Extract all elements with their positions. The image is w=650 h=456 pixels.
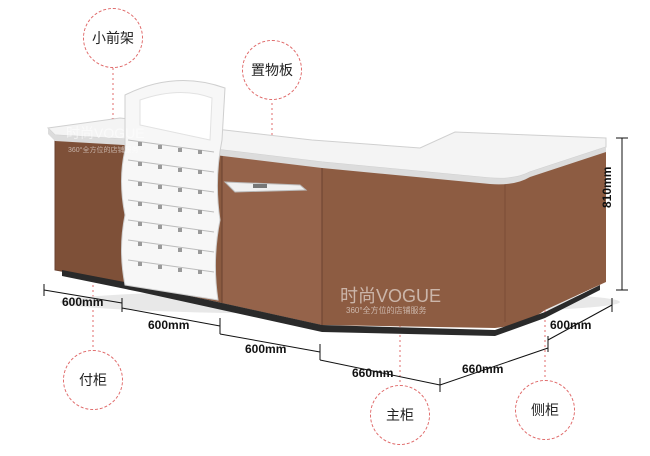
dimension-side-depth: 660mm	[462, 362, 504, 376]
watermark-top: 时尚VOGUE	[66, 125, 145, 141]
shelf-board-slot	[253, 184, 267, 188]
dimension-rack-width: 600mm	[148, 318, 190, 332]
dimension-main-depth: 660mm	[352, 366, 394, 380]
label-side-cabinet: 侧柜	[515, 380, 575, 440]
dimension-main-width: 600mm	[245, 342, 287, 356]
dimension-lines	[43, 137, 628, 386]
watermark-top-tagline: 360°全方位的店铺服务	[68, 147, 139, 154]
watermark-main: 时尚VOGUE	[340, 286, 442, 306]
side-cabinet-front	[322, 147, 606, 328]
front-rack-hooks	[138, 142, 202, 274]
label-secondary-cabinet: 付柜	[63, 350, 123, 410]
label-small-front-rack: 小前架	[83, 8, 143, 68]
dimension-ticks	[43, 284, 613, 392]
label-main-cabinet: 主柜	[370, 385, 430, 445]
main-cabinet-door	[222, 152, 322, 325]
dimension-side-width: 600mm	[550, 318, 592, 332]
label-shelf-board: 置物板	[242, 40, 302, 100]
dimension-height: 810mm	[600, 166, 614, 208]
secondary-cabinet-front	[55, 135, 140, 285]
watermark-main-tagline: 360°全方位的店铺服务	[346, 306, 427, 315]
dimension-secondary-width: 600mm	[62, 295, 104, 309]
